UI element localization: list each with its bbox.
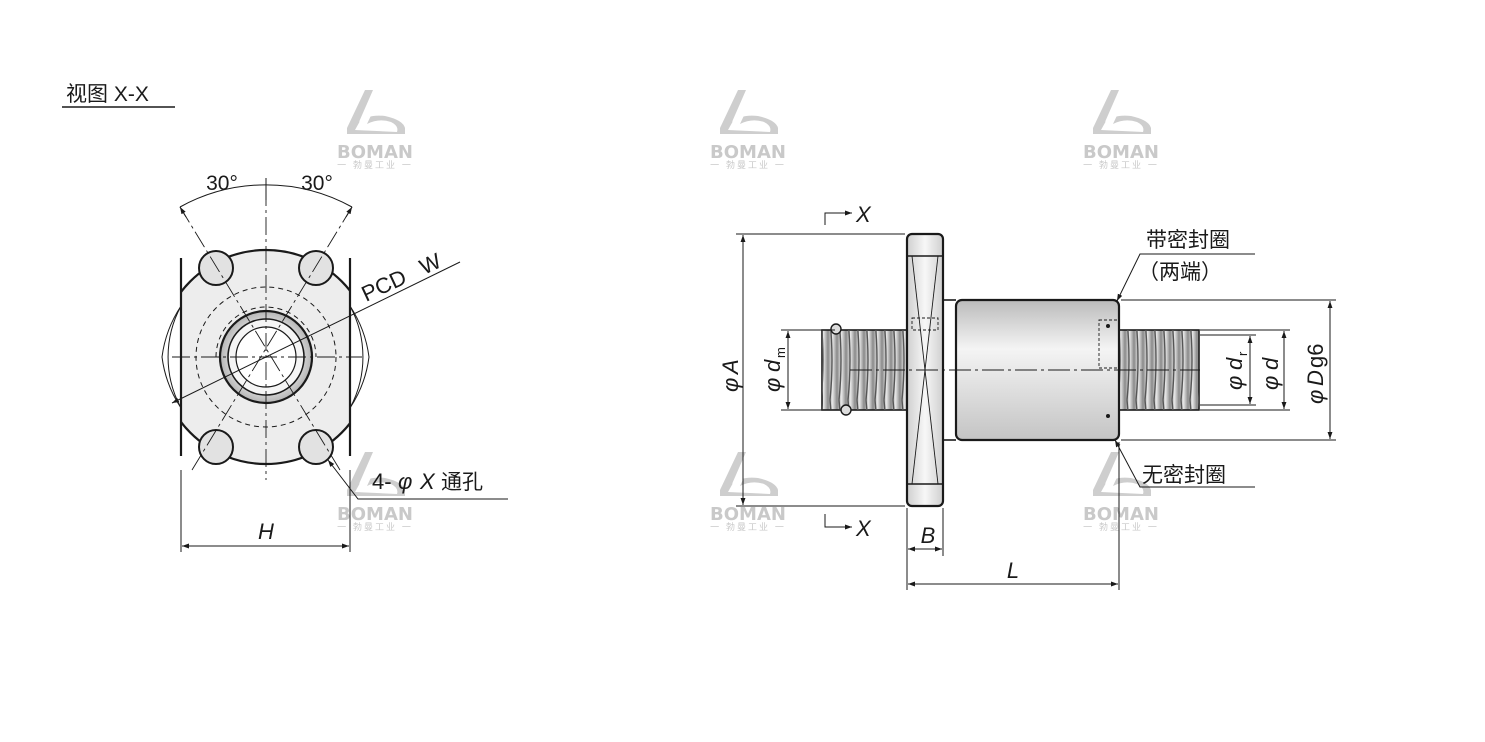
watermark-brand: BOMAN: [1083, 504, 1159, 525]
side-view: X X φ A φ d m φ d r: [718, 202, 1336, 590]
hole-count: 4-: [372, 469, 392, 494]
dr-label: φ d r: [1222, 351, 1250, 390]
dm-label: φ d m: [760, 347, 788, 392]
watermark-group: BOMAN 一 勃曼工业 一 BOMAN 一 勃曼工业 一 BOMAN 一 勃曼…: [337, 90, 1159, 533]
watermark-subtitle: 一 勃曼工业 一: [337, 521, 413, 533]
dm-phi: φ: [760, 378, 785, 392]
dm-sub: m: [773, 347, 788, 358]
outer-arc-right: [349, 305, 370, 409]
d-phi: φ: [1258, 376, 1283, 390]
unsealed-label: 无密封圈: [1142, 464, 1226, 487]
watermark-brand: BOMAN: [337, 142, 413, 163]
dg6-base: D: [1303, 370, 1328, 386]
watermark-logo: BOMAN 一 勃曼工业 一: [1083, 90, 1159, 171]
watermark-subtitle: 一 勃曼工业 一: [1083, 521, 1159, 533]
flange-od-arc-right: [349, 305, 364, 409]
a-label: φ A: [718, 359, 743, 392]
watermark-subtitle: 一 勃曼工业 一: [710, 521, 786, 533]
watermark-logo: BOMAN 一 勃曼工业 一: [337, 452, 413, 533]
ball-bottom: [840, 404, 852, 416]
a-symbol: A: [718, 359, 743, 376]
l-label: L: [1007, 558, 1019, 583]
watermark-brand: BOMAN: [710, 142, 786, 163]
d-symbol: d: [1258, 357, 1283, 370]
hole-suffix: 通孔: [441, 471, 483, 494]
outer-arc-left: [161, 305, 182, 409]
dr-sub: r: [1235, 351, 1250, 356]
flange-od-arc-left: [167, 305, 182, 409]
watermark-brand: BOMAN: [337, 504, 413, 525]
section-marker-bottom-bracket: [824, 514, 838, 528]
b-label: B: [921, 523, 936, 548]
angle-arrow-left: [179, 206, 187, 218]
view-x-x: 视图 X-X: [62, 83, 508, 552]
hole-callout-label: 4- φ X 通孔: [372, 469, 483, 494]
view-title: 视图 X-X: [66, 83, 149, 106]
pcd-leader: [171, 261, 461, 404]
d-label: φ d: [1258, 357, 1283, 390]
angle-arrow-right: [345, 206, 353, 218]
pcd-label: PCD W: [358, 248, 446, 307]
flange-hidden-hole: [911, 317, 939, 331]
watermark-logo: BOMAN 一 勃曼工业 一: [710, 90, 786, 171]
section-label-top: X: [855, 202, 872, 227]
watermark-brand: BOMAN: [710, 504, 786, 525]
body-hidden-arc: [215, 306, 317, 358]
section-label-bottom: X: [855, 516, 872, 541]
seal-dot-bottom: [1106, 414, 1110, 418]
sealed-line-1: 带密封圈: [1146, 229, 1230, 252]
watermark-subtitle: 一 勃曼工业 一: [710, 159, 786, 171]
sealed-callout-leader: [1116, 253, 1255, 302]
watermark-logo: BOMAN 一 勃曼工业 一: [710, 452, 786, 533]
sealed-line-2: （两端）: [1138, 261, 1222, 284]
hole-phi: φ: [398, 469, 412, 494]
angle-label-right: 30°: [301, 172, 333, 195]
mount-hole-top-left: [198, 250, 234, 286]
dr-phi: φ: [1222, 376, 1247, 390]
hole-callout-leader: [327, 459, 508, 500]
dg6-suffix: g6: [1303, 344, 1328, 368]
a-phi: φ: [718, 378, 743, 392]
dm-base: d: [760, 359, 785, 372]
hole-symbol: X: [419, 469, 436, 494]
centerlines-x-x: [172, 188, 362, 480]
mount-hole-bottom-left: [198, 429, 234, 465]
angle-label-left: 30°: [206, 172, 238, 195]
watermark-logo: BOMAN 一 勃曼工业 一: [1083, 452, 1159, 533]
h-label: H: [258, 519, 274, 544]
dr-base: d: [1222, 357, 1247, 370]
watermark-subtitle: 一 勃曼工业 一: [1083, 159, 1159, 171]
unsealed-callout-leader: [1114, 439, 1255, 488]
section-marker-top-bracket: [824, 212, 838, 225]
pcd-prefix: PCD: [358, 264, 411, 306]
seal-dot-top: [1106, 324, 1110, 328]
dg6-phi: φ: [1303, 390, 1328, 404]
pcd-symbol: W: [416, 248, 446, 280]
watermark-brand: BOMAN: [1083, 142, 1159, 163]
seal-hidden: [1098, 319, 1120, 369]
watermark-logo: BOMAN 一 勃曼工业 一: [337, 90, 413, 171]
watermark-subtitle: 一 勃曼工业 一: [337, 159, 413, 171]
ball-top: [830, 323, 842, 335]
mount-hole-top-right: [298, 250, 334, 286]
mount-hole-bottom-right: [298, 429, 334, 465]
dg6-label: φ D g6: [1303, 344, 1328, 404]
